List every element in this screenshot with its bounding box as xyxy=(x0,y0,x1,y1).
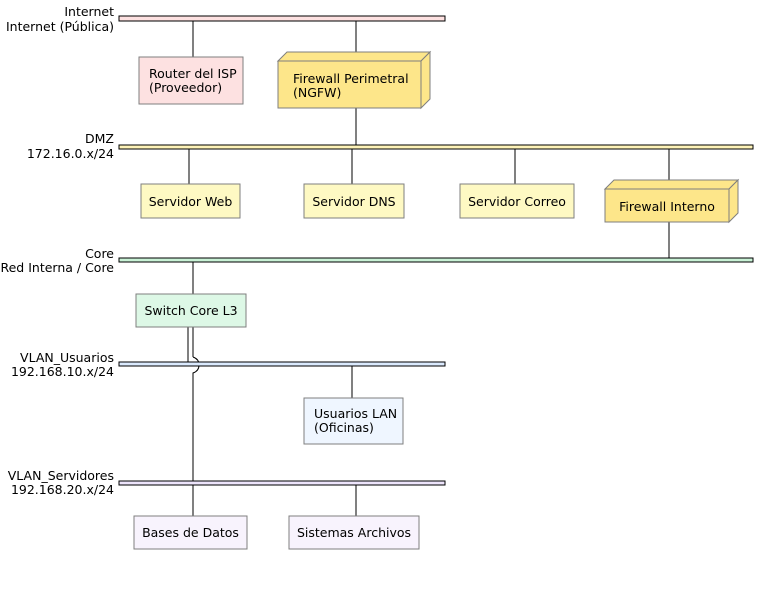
node-sistemas-archivos[interactable]: Sistemas Archivos xyxy=(288,515,420,550)
svg-text:Servidor Correo: Servidor Correo xyxy=(468,194,566,209)
network-address: Internet (Pública) xyxy=(6,19,114,34)
network-label-vlan-servidores: VLAN_Servidores 192.168.20.x/24 xyxy=(8,468,114,497)
svg-text:Router del ISP: Router del ISP xyxy=(149,66,237,81)
edge-switch-servidores xyxy=(192,356,200,481)
network-name: Core xyxy=(85,246,114,261)
network-name: DMZ xyxy=(85,131,114,146)
node-servidor-correo[interactable]: Servidor Correo xyxy=(459,183,575,219)
network-address: 192.168.20.x/24 xyxy=(11,482,114,497)
node-router-isp[interactable]: Router del ISP (Proveedor) xyxy=(138,56,244,105)
svg-text:(Proveedor): (Proveedor) xyxy=(149,80,222,95)
svg-text:Sistemas Archivos: Sistemas Archivos xyxy=(297,525,411,540)
network-name: VLAN_Servidores xyxy=(8,468,114,483)
network-name: Internet xyxy=(64,4,114,19)
bus-vlan-usuarios xyxy=(118,361,446,367)
svg-text:Firewall Perimetral: Firewall Perimetral xyxy=(293,71,409,86)
svg-text:Servidor DNS: Servidor DNS xyxy=(312,194,395,209)
bus-dmz xyxy=(118,144,754,150)
node-servidor-dns[interactable]: Servidor DNS xyxy=(303,183,405,219)
network-label-core: Core Red Interna / Core xyxy=(0,246,114,275)
bus-internet xyxy=(118,15,446,22)
svg-text:Firewall Interno: Firewall Interno xyxy=(619,199,715,214)
node-switch-core[interactable]: Switch Core L3 xyxy=(135,293,247,328)
node-firewall-perimetral[interactable]: Firewall Perimetral (NGFW) xyxy=(276,50,432,110)
svg-text:Bases de Datos: Bases de Datos xyxy=(142,525,239,540)
network-label-vlan-usuarios: VLAN_Usuarios 192.168.10.x/24 xyxy=(11,350,114,379)
svg-text:(NGFW): (NGFW) xyxy=(293,85,341,100)
bus-vlan-servidores xyxy=(118,480,446,486)
network-name: VLAN_Usuarios xyxy=(20,350,114,365)
svg-text:Switch Core L3: Switch Core L3 xyxy=(144,303,237,318)
network-label-dmz: DMZ 172.16.0.x/24 xyxy=(27,131,114,161)
node-firewall-interno[interactable]: Firewall Interno xyxy=(603,178,740,224)
svg-text:(Oficinas): (Oficinas) xyxy=(314,420,374,435)
network-label-internet: Internet Internet (Pública) xyxy=(6,4,114,34)
network-address: 172.16.0.x/24 xyxy=(27,146,114,161)
svg-text:Servidor Web: Servidor Web xyxy=(149,194,233,209)
node-servidor-web[interactable]: Servidor Web xyxy=(140,183,241,219)
network-address: Red Interna / Core xyxy=(0,260,114,275)
svg-text:Usuarios LAN: Usuarios LAN xyxy=(314,406,397,421)
network-address: 192.168.10.x/24 xyxy=(11,364,114,379)
bus-core xyxy=(118,257,754,263)
node-bases-datos[interactable]: Bases de Datos xyxy=(133,515,248,550)
node-usuarios-lan[interactable]: Usuarios LAN (Oficinas) xyxy=(303,397,404,445)
